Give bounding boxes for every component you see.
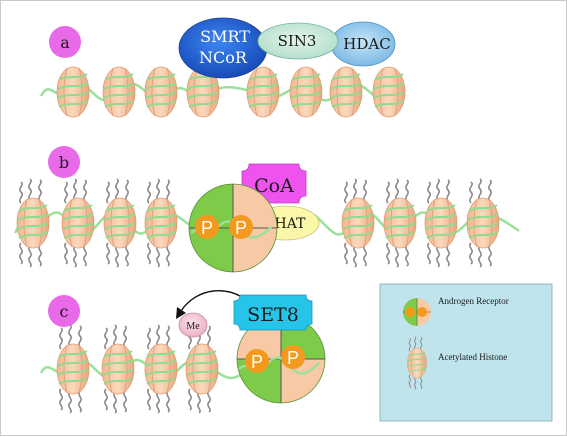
legend-androgen-receptor-label: Androgen Receptor bbox=[438, 296, 509, 306]
me-label: Me bbox=[186, 321, 200, 332]
panel-b-label-circle bbox=[48, 146, 80, 178]
coa-label: CoA bbox=[254, 175, 294, 197]
nucleosome bbox=[329, 66, 363, 118]
sin3-label: SIN3 bbox=[278, 32, 317, 50]
acetylated-nucleosome bbox=[466, 178, 500, 268]
nucleosome bbox=[289, 66, 323, 118]
set8-enzyme bbox=[233, 294, 313, 331]
phospho-label: P bbox=[287, 348, 299, 368]
phospho-site bbox=[245, 349, 269, 373]
acetylated-nucleosome bbox=[61, 178, 95, 268]
panel-c-label-circle bbox=[48, 295, 80, 327]
hat-label: HAT bbox=[275, 216, 307, 232]
acetylated-nucleosome bbox=[424, 178, 458, 268]
acetylated-nucleosome bbox=[144, 324, 178, 414]
phospho-site bbox=[195, 215, 219, 239]
arrow-head bbox=[176, 307, 186, 319]
panel-c-label: c bbox=[60, 302, 69, 321]
panel-a-label: a bbox=[60, 33, 70, 52]
panel-b: b CoA HAT P P bbox=[13, 146, 520, 273]
phospho-site bbox=[281, 345, 305, 369]
nucleosome bbox=[372, 66, 406, 118]
set8-label: SET8 bbox=[247, 304, 299, 326]
acetylated-nucleosome bbox=[185, 324, 219, 414]
acetylated-nucleosome bbox=[101, 324, 135, 414]
legend-androgen-receptor-swatch bbox=[403, 298, 431, 326]
panel-a-label-circle bbox=[49, 26, 81, 58]
acetylated-nucleosome bbox=[103, 178, 137, 268]
nucleosome bbox=[246, 66, 280, 118]
legend: Androgen Receptor Acetylated Histone bbox=[379, 283, 553, 422]
acetylated-nucleosome bbox=[383, 178, 417, 268]
smrt-label: SMRT bbox=[200, 27, 250, 46]
ncor-label: NCoR bbox=[199, 48, 248, 67]
phospho-label: P bbox=[251, 352, 263, 372]
acetylated-nucleosome bbox=[56, 324, 90, 414]
panel-a: a SMRT NCoR SIN3 HDAC bbox=[39, 17, 406, 118]
phospho-site bbox=[229, 215, 253, 239]
acetylated-nucleosome bbox=[144, 178, 178, 268]
phospho-label: P bbox=[201, 218, 213, 238]
panel-c: c Me P P SET8 bbox=[39, 289, 326, 414]
nucleosome bbox=[144, 66, 178, 118]
acetylated-nucleosome bbox=[16, 178, 50, 268]
phospho-label: P bbox=[235, 218, 247, 238]
acetylated-nucleosome bbox=[341, 178, 375, 268]
legend-acetylated-histone-label: Acetylated Histone bbox=[438, 352, 507, 362]
hdac-label: HDAC bbox=[343, 35, 390, 53]
sin3-protein bbox=[257, 22, 339, 60]
nucleosome bbox=[56, 66, 90, 118]
nucleosome bbox=[102, 66, 136, 118]
methyl-group bbox=[178, 312, 208, 338]
panel-b-label: b bbox=[59, 153, 69, 172]
